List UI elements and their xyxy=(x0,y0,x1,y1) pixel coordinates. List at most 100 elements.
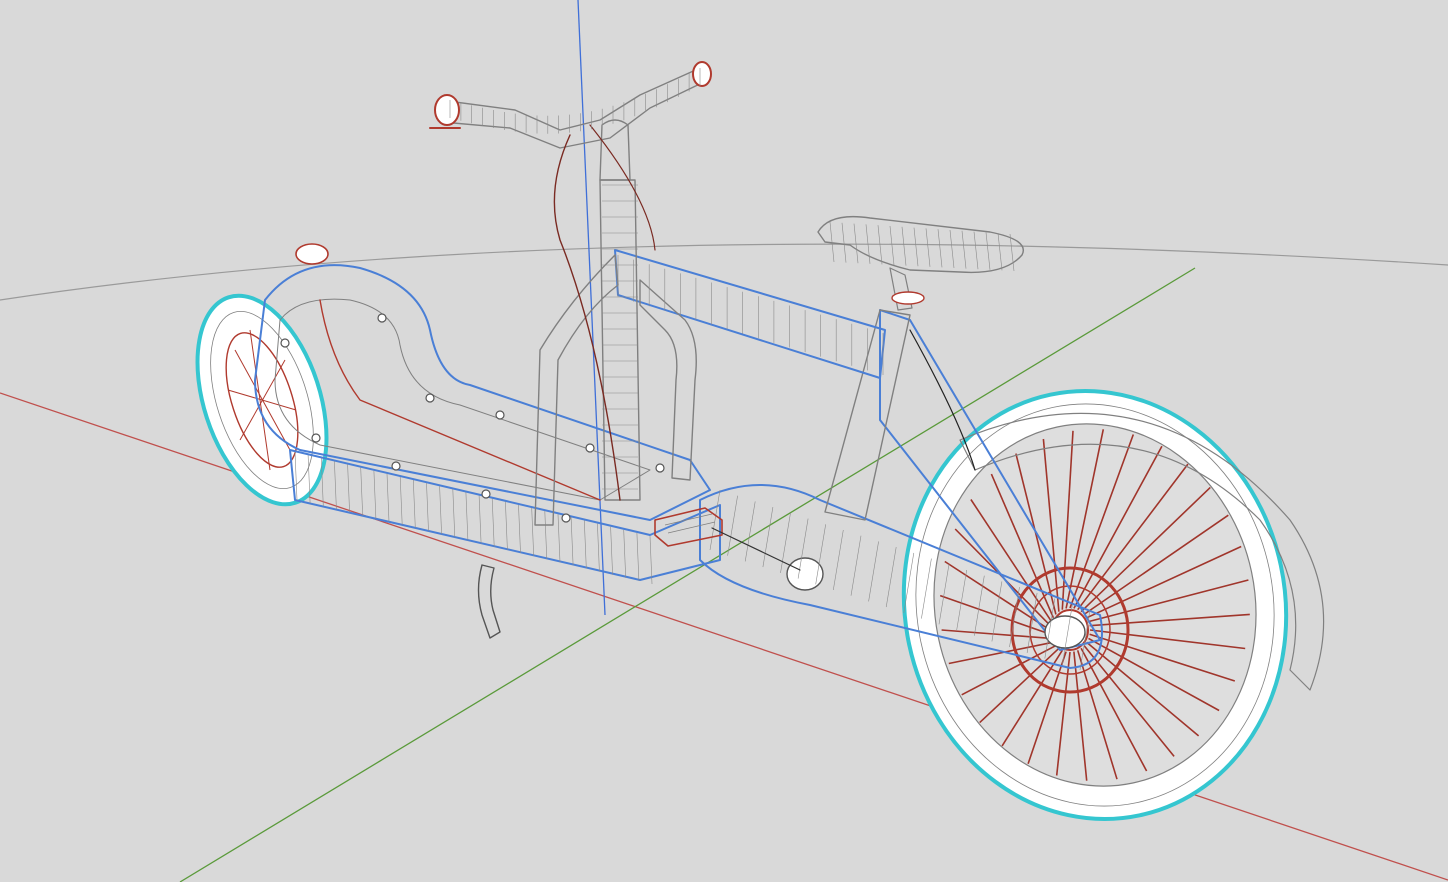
mesh-edge xyxy=(865,224,871,264)
mesh-edge xyxy=(913,227,919,267)
mesh-edge xyxy=(961,644,1057,696)
mesh-edge xyxy=(597,523,600,572)
frame-mesh-lines xyxy=(602,184,1091,671)
mesh-edge xyxy=(636,532,640,581)
mesh-edge xyxy=(544,511,548,560)
pedal[interactable] xyxy=(654,507,801,571)
mesh-edge xyxy=(1077,463,1189,611)
mesh-edge xyxy=(491,498,495,547)
mesh-edge xyxy=(997,233,1003,271)
mesh-edge xyxy=(1089,633,1236,682)
mesh-edge xyxy=(1079,609,1091,671)
saddle-mesh-lines xyxy=(829,221,1015,272)
mesh-edge xyxy=(868,541,879,602)
mesh-edge xyxy=(889,225,895,266)
mesh-edge xyxy=(531,507,534,557)
mesh-edge xyxy=(1086,641,1200,737)
mesh-edge xyxy=(439,486,442,535)
mesh-edge xyxy=(307,455,311,504)
mesh-edge xyxy=(841,222,847,263)
mesh-edge xyxy=(1044,598,1056,659)
mesh-edge xyxy=(762,507,774,568)
headlamp xyxy=(295,243,329,265)
mesh-edge xyxy=(1073,445,1163,609)
mesh-edge xyxy=(877,225,883,265)
mesh-edge xyxy=(1062,604,1073,665)
mesh-edge xyxy=(334,461,337,510)
mesh-edge xyxy=(1083,645,1175,757)
handlebar[interactable] xyxy=(429,61,976,501)
mesh-edge xyxy=(1088,637,1220,712)
mesh-edge xyxy=(833,529,844,591)
mesh-edge xyxy=(1027,651,1067,765)
mesh-edge xyxy=(505,501,508,550)
mesh-edge xyxy=(584,520,587,569)
saddle[interactable] xyxy=(817,215,1024,311)
mesh-edge xyxy=(1001,649,1063,747)
mesh-edge xyxy=(974,575,985,636)
mesh-edge xyxy=(452,489,456,538)
rear-wheel-spokes xyxy=(939,429,1250,781)
mesh-edge xyxy=(939,594,1051,636)
mesh-edge xyxy=(973,231,979,270)
frame[interactable] xyxy=(534,119,1103,671)
front-wheel[interactable] xyxy=(173,279,350,520)
mesh-edge xyxy=(979,647,1060,724)
mesh-edge xyxy=(1083,514,1229,616)
mesh-edge xyxy=(478,495,482,544)
mesh-edge xyxy=(990,473,1055,619)
mesh-edge xyxy=(360,467,363,516)
mesh-edge xyxy=(744,501,756,562)
mesh-edge xyxy=(938,564,950,625)
mesh-edge xyxy=(937,229,943,268)
mesh-edge xyxy=(347,464,350,513)
mesh-edge xyxy=(1055,651,1071,776)
mesh-edge xyxy=(610,526,613,575)
crank-hub xyxy=(786,557,824,591)
mesh-edge xyxy=(885,547,897,608)
mesh-edge xyxy=(780,512,791,573)
mesh-edge xyxy=(949,229,955,269)
deck-mesh-lines xyxy=(294,451,653,585)
mesh-edge xyxy=(921,558,932,619)
mesh-edge xyxy=(1026,592,1038,653)
mesh-edge xyxy=(1080,647,1148,772)
mesh-edge xyxy=(925,228,931,267)
mesh-edge xyxy=(985,232,991,270)
mesh-edge xyxy=(557,514,561,563)
mesh-edge xyxy=(829,221,835,263)
mesh-edge xyxy=(709,489,721,551)
mesh-edge xyxy=(970,499,1053,623)
mesh-edge xyxy=(903,552,915,613)
cargo-deck[interactable] xyxy=(254,243,721,585)
ground-circle xyxy=(0,243,1448,301)
y-axis-line xyxy=(179,267,1196,882)
handlebar-mesh-lines xyxy=(449,68,701,134)
mesh-edge xyxy=(373,470,377,519)
mesh-edge xyxy=(797,518,809,579)
z-axis-line xyxy=(577,0,606,616)
mesh-edge xyxy=(1089,613,1250,627)
mesh-edge xyxy=(413,479,416,529)
mesh-edge xyxy=(727,495,738,556)
mesh-edge xyxy=(850,535,862,596)
rear-fender xyxy=(959,412,1325,691)
mesh-edge xyxy=(1065,429,1105,609)
mesh-edge xyxy=(1009,587,1020,648)
mesh-edge xyxy=(1086,545,1242,619)
mesh-edge xyxy=(991,581,1003,642)
mesh-edge xyxy=(961,230,967,269)
mesh-edge xyxy=(399,476,403,525)
kickstand[interactable] xyxy=(477,564,501,639)
mesh-edge xyxy=(386,473,390,522)
mesh-edge xyxy=(948,641,1054,665)
mesh-edge xyxy=(570,517,574,566)
mesh-edge xyxy=(901,226,907,266)
mesh-edge xyxy=(518,504,521,553)
mesh-edge xyxy=(623,529,626,578)
mesh-edge xyxy=(956,569,967,631)
mesh-edge xyxy=(941,629,1052,640)
mesh-edge xyxy=(294,451,298,501)
